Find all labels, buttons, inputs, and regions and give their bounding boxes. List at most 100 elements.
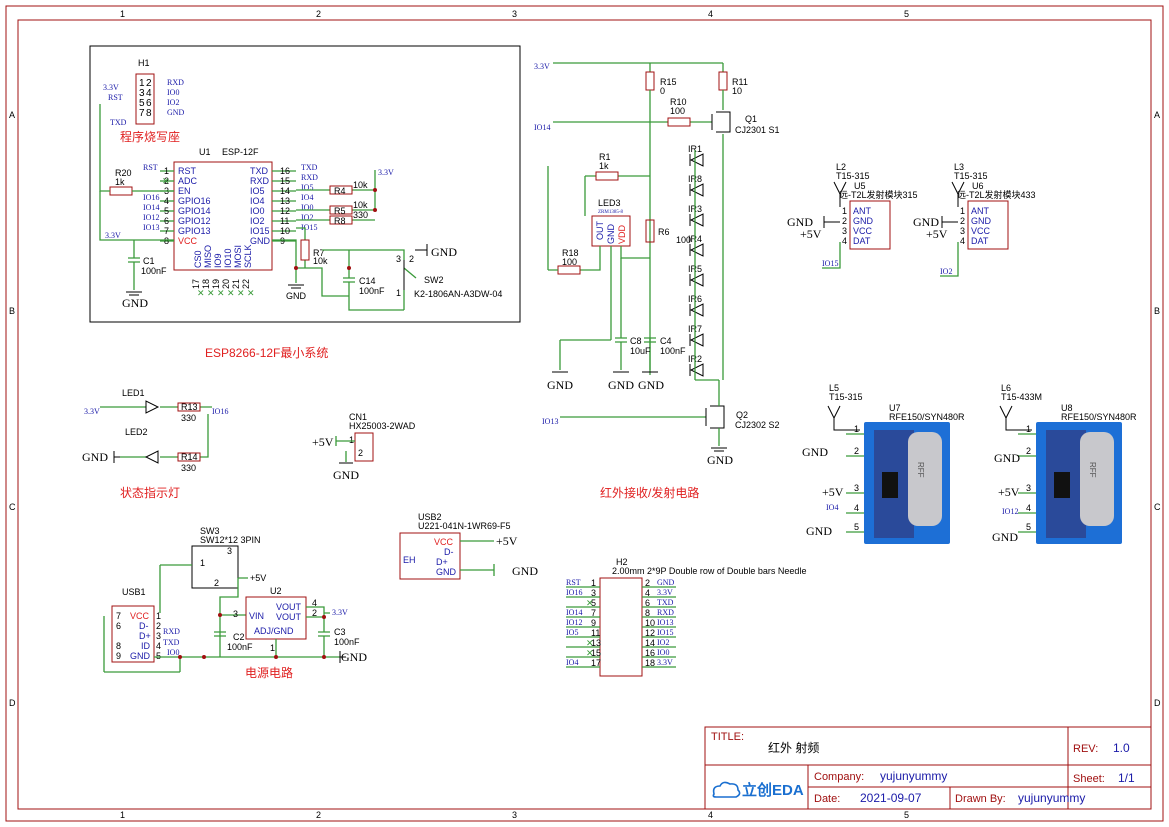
tx-module-ref: U6 — [972, 181, 984, 191]
r11-value: 10 — [732, 86, 742, 96]
tx-module-body — [967, 200, 1009, 250]
no-connect-icon: ✕ — [197, 288, 205, 298]
c1-ref: C1 — [143, 256, 155, 266]
rev-label: REV: — [1073, 743, 1098, 755]
u1-left-pin-number: 1 — [164, 166, 169, 176]
u2-pin-vin: VIN — [249, 611, 264, 621]
tx-module-name: 远-T2L发射模块315 — [839, 189, 918, 200]
grid-row-left-B: B — [9, 306, 15, 316]
h2-pin-16: 16 — [645, 648, 655, 658]
u1-left-pin-en: EN — [178, 186, 191, 196]
rx-module-ref: U8 — [1061, 403, 1073, 413]
u1-bottom-pin-sclk: SCLK — [243, 244, 253, 268]
antenna-icon — [951, 181, 965, 207]
section-mcu: ESP8266-12F最小系统 — [205, 346, 328, 360]
tx-pin-dat: DAT — [971, 236, 989, 246]
usb1-side-pin-8: 8 — [116, 641, 121, 651]
c8-value: 10uF — [630, 346, 651, 356]
h2-pin-1: 1 — [591, 578, 596, 588]
r10-body — [667, 117, 691, 127]
u1-left-pin-gpio12: GPIO12 — [178, 216, 211, 226]
rx-module-name: RFE150/SYN480R — [1061, 412, 1137, 422]
q1-ref: Q1 — [745, 114, 757, 124]
led1-ref: LED1 — [122, 388, 145, 398]
cn1-pin-2: 2 — [358, 448, 363, 458]
tx-gnd: GND — [913, 215, 939, 229]
u1-right-pin-gnd: GND — [250, 236, 271, 246]
grid-col-bottom-2: 2 — [316, 810, 321, 820]
h1-net-3v3: 3.3V — [103, 83, 119, 92]
rx-pin-number: 1 — [854, 424, 859, 434]
rx-pin-number: 4 — [854, 503, 859, 513]
rx-pin-number: 5 — [854, 522, 859, 532]
h2-pin-7: 7 — [591, 608, 596, 618]
u1-net-txd: TXD — [301, 163, 318, 172]
u1-right-pin-number: 13 — [280, 196, 290, 206]
usb2-pin-dm: D- — [444, 547, 454, 557]
usb1-net-rxd: RXD — [163, 627, 180, 636]
u1-right-pin-io2: IO2 — [250, 216, 265, 226]
h2-net-io14: IO14 — [566, 608, 582, 617]
u1-right-pin-number: 11 — [280, 216, 289, 226]
title-block — [704, 726, 1152, 810]
grid-col-top-4: 4 — [708, 9, 713, 19]
ir-gnd-q2: GND — [707, 453, 733, 467]
inner-border — [17, 19, 1152, 810]
c4-value: 100nF — [660, 346, 686, 356]
r20-value: 1k — [115, 177, 125, 187]
title-label: TITLE: — [711, 731, 744, 743]
h2-net-gnd: GND — [657, 578, 675, 587]
antenna-icon — [827, 405, 860, 431]
cloud-logo-icon — [712, 781, 741, 798]
section-status: 状态指示灯 — [120, 485, 180, 500]
rx-antenna-value: T15-433M — [1001, 392, 1042, 402]
r18-value: 100 — [562, 257, 577, 267]
cn1-pin-1: 1 — [349, 435, 354, 445]
usb1-ref: USB1 — [122, 587, 146, 597]
date-label: Date: — [814, 793, 840, 805]
led1-symbol — [145, 400, 160, 414]
u2-pin-3: 3 — [233, 609, 238, 619]
u1-bottom-pin-number: 20 — [221, 279, 231, 289]
u1-bottom-pin-io9: IO9 — [213, 253, 223, 268]
tx-pin-number: 2 — [842, 216, 847, 226]
r14-body — [177, 452, 201, 462]
u1-net-io14: IO14 — [143, 203, 159, 212]
title-value: 红外 射频 — [768, 740, 819, 755]
u1-right-pin-io15: IO15 — [250, 226, 270, 236]
rx-antenna-ref: L6 — [1001, 383, 1011, 393]
tx-antenna-ref: L3 — [954, 162, 964, 172]
c4-ref: C4 — [660, 336, 672, 346]
u1-left-pin-gpio13: GPIO13 — [178, 226, 211, 236]
rx-module-crystal — [1080, 432, 1114, 526]
h2-pin-11: 11 — [591, 628, 600, 638]
tx-module-name: 远-T2L发射模块433 — [957, 189, 1036, 200]
h2-net-io0: IO0 — [657, 648, 669, 657]
usb2-body — [399, 532, 461, 580]
r8-ref: R8 — [334, 216, 346, 226]
r15-value: 0 — [660, 86, 665, 96]
u1-net-io5: IO5 — [301, 183, 313, 192]
h2-net-txd: TXD — [657, 598, 674, 607]
r8-value: 330 — [353, 210, 368, 220]
rx-pin-number: 2 — [854, 446, 859, 456]
u1-bottom-pin-io10: IO10 — [223, 248, 233, 268]
ir-net-3v3: 3.3V — [534, 62, 550, 71]
r15-body — [645, 71, 655, 91]
usb1-side-pin-7: 7 — [116, 611, 121, 621]
q2-symbol — [705, 405, 725, 429]
led2-symbol — [144, 450, 159, 464]
q1-symbol — [711, 111, 731, 133]
h2-pin-3: 3 — [591, 588, 596, 598]
ir-gnd-1: GND — [547, 378, 573, 392]
sw2-gnd: GND — [431, 245, 457, 259]
tx-net: IO2 — [940, 267, 952, 276]
grid-col-bottom-3: 3 — [512, 810, 517, 820]
sw3-5v: +5V — [250, 573, 266, 583]
usb2-pin-gnd: GND — [436, 567, 457, 577]
u1-left-pin-number: 7 — [164, 226, 169, 236]
r6-value: 100 — [676, 235, 691, 245]
tx-5v: +5V — [800, 227, 822, 241]
